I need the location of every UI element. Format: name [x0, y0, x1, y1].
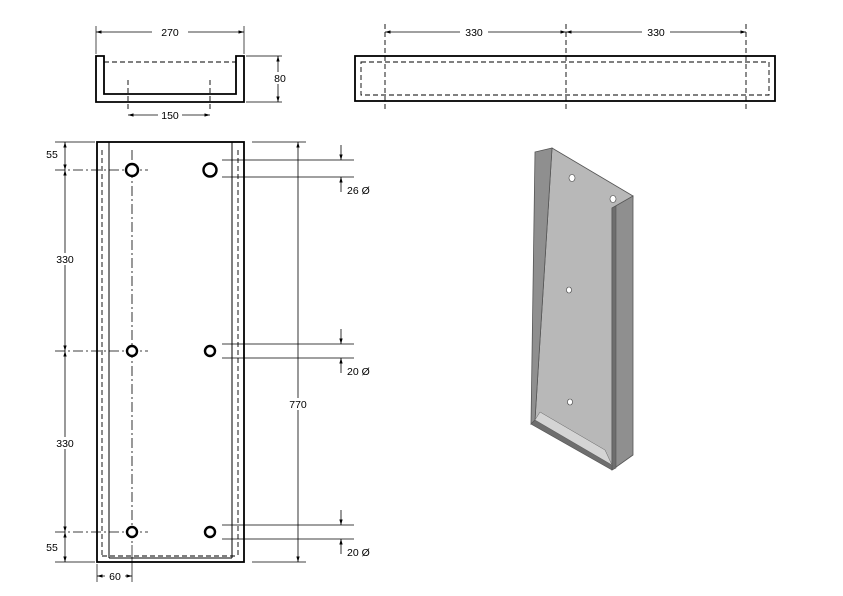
top-view-hidden-outline	[360, 61, 770, 96]
side-offset-label: 60	[109, 571, 121, 583]
top-left-segment-label: 330	[465, 27, 483, 39]
top-offset-label: 55	[46, 149, 58, 161]
hole-top-diameter-label: 26 Ø	[347, 185, 370, 197]
iso-hole-top-right	[609, 195, 617, 203]
hole-left-top	[124, 162, 140, 178]
lower-spacing-label: 330	[56, 438, 74, 450]
top-view: 330 330	[354, 24, 776, 110]
hole-right-bottom	[203, 525, 217, 539]
main-view: 55 330 330 55 770 26 Ø 20 Ø 20 Ø	[44, 141, 370, 583]
front-view-outline	[95, 55, 245, 103]
upper-spacing-label: 330	[56, 254, 74, 266]
front-hole-spacing-label: 150	[161, 110, 179, 122]
hole-right-middle	[203, 344, 217, 358]
hole-bottom-diameter-label: 20 Ø	[347, 547, 370, 559]
top-right-segment-label: 330	[647, 27, 665, 39]
hole-left-middle	[125, 344, 139, 358]
isometric-view	[530, 147, 634, 471]
hole-right-top	[202, 162, 218, 178]
iso-hole-bottom	[567, 398, 573, 406]
total-height-label: 770	[289, 399, 307, 411]
top-view-outline	[354, 55, 776, 102]
main-view-outline	[96, 141, 245, 563]
front-view: 270 80 150	[95, 26, 294, 122]
iso-hole-middle	[566, 286, 572, 294]
hole-left-bottom	[125, 525, 139, 539]
iso-hole-top-left	[568, 174, 576, 182]
bottom-offset-label: 55	[46, 542, 58, 554]
iso-bottom-inner	[534, 411, 613, 466]
iso-right-flange-edge	[611, 205, 617, 471]
front-width-label: 270	[161, 27, 179, 39]
front-height-label: 80	[274, 73, 286, 85]
hole-middle-diameter-label: 20 Ø	[347, 366, 370, 378]
